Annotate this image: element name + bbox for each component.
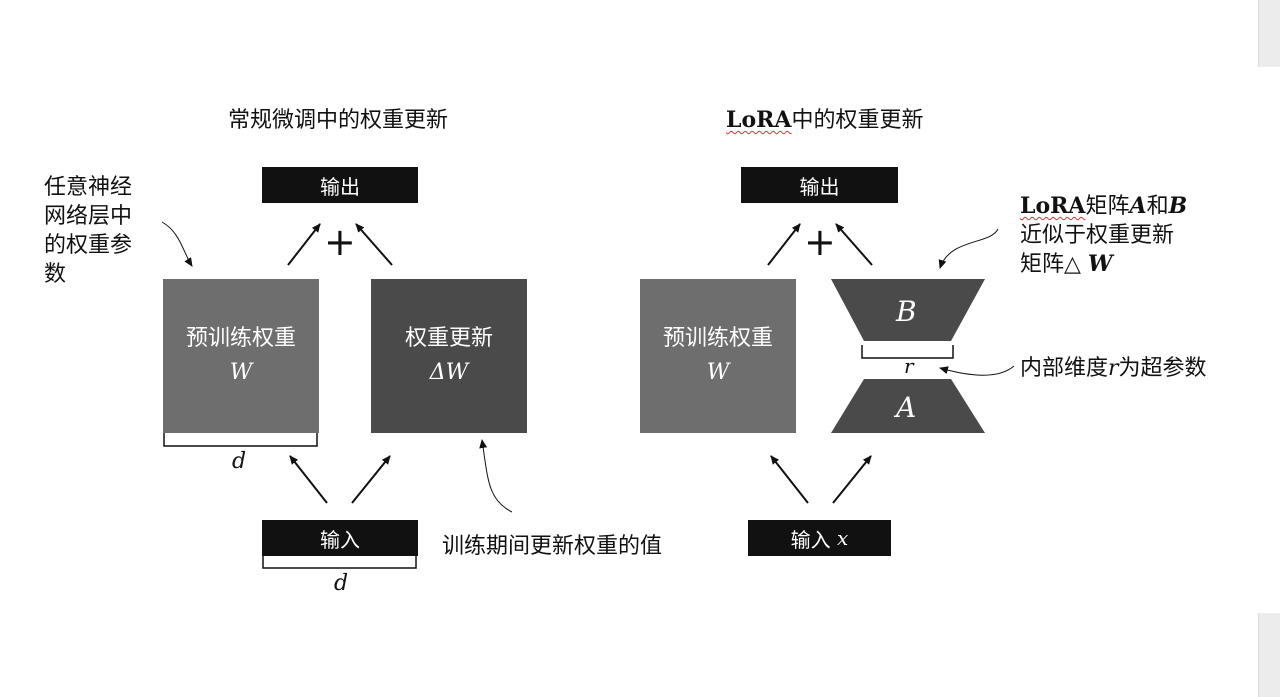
annotation-lora-prefix: LoRA [1020,193,1086,219]
annotation-lora-b: B [1168,193,1188,219]
curve-any-layer [161,221,193,267]
annotation-rank-suffix: 为超参数 [1118,356,1207,381]
annotation-lora-line1: LoRA矩阵A和B [1020,192,1220,221]
annotation-lora-matrices: LoRA矩阵A和B 近似于权重更新 矩阵△ W [1020,192,1220,279]
rank-bracket [861,345,954,359]
rank-label: r [904,354,914,378]
matrix-b-shape [831,279,985,341]
left-title: 常规微调中的权重更新 [228,108,449,133]
right-pretrained-label: 预训练权重 [662,326,773,351]
left-delta-weights: 权重更新 ΔW [371,279,527,433]
left-pretrained-symbol: W [229,360,253,385]
annotation-any-layer: 任意神经网络层中的权重参数 [44,175,133,287]
left-input-dim-label: d [334,571,349,596]
curve-training [479,439,513,513]
arrow-input-to-pretrained [289,455,328,504]
right-title: LoRA中的权重更新 [726,102,924,134]
annotation-lora-line2: 近似于权重更新 [1020,223,1175,248]
dim-bracket-input [262,555,417,569]
annotation-rank-symbol: r [1108,356,1119,381]
curve-lora [938,228,999,269]
right-title-lora: LoRA [726,107,792,133]
arrow-input-to-delta [351,455,391,504]
right-plus-sign: + [804,220,836,264]
curve-rank [939,365,1015,376]
matrix-a-shape [831,379,985,433]
left-input-box: 输入 [262,520,418,556]
left-pretrained-weights: 预训练权重 W [163,279,319,433]
right-title-suffix: 中的权重更新 [791,108,924,133]
matrix-b-label: B [896,295,917,328]
right-input-symbol: x [837,526,849,550]
annotation-lora-mid: 矩阵 [1085,194,1130,219]
left-pretrained-label: 预训练权重 [185,326,296,351]
annotation-rank: 内部维度r为超参数 [1020,350,1207,382]
annotation-lora-line3: 矩阵△ W [1020,250,1220,279]
annotation-lora-a: A [1129,193,1147,219]
annotation-lora-line3-text: 矩阵△ [1020,252,1081,277]
right-pretrained-symbol: W [706,360,730,385]
arrow-pretrained-to-output-right [767,223,801,266]
right-input-box: 输入 x [748,520,891,556]
left-delta-label: 权重更新 [404,326,493,351]
matrix-a-label: A [896,391,917,424]
right-pretrained-weights: 预训练权重 W [640,279,796,433]
left-delta-symbol: ΔW [429,360,469,385]
annotation-rank-prefix: 内部维度 [1020,356,1109,381]
arrow-pretrained-to-output [287,223,321,266]
arrow-input-to-lora [832,455,872,504]
dim-bracket-pretrained [163,433,318,447]
annotation-training: 训练期间更新权重的值 [442,534,663,559]
arrow-lora-to-output [835,223,873,266]
scrollbar-bottom[interactable] [1258,613,1280,697]
annotation-lora-w: W [1087,251,1113,277]
right-input-label: 输入 [790,527,831,552]
right-output-box: 输出 [741,167,898,203]
annotation-lora-and: 和 [1146,194,1169,219]
arrow-delta-to-output [355,223,393,266]
left-output-box: 输出 [262,167,418,203]
left-plus-sign: + [324,220,356,264]
scrollbar-top[interactable] [1258,0,1280,67]
left-dim-label: d [232,449,247,474]
arrow-input-to-pretrained-right [770,455,809,504]
